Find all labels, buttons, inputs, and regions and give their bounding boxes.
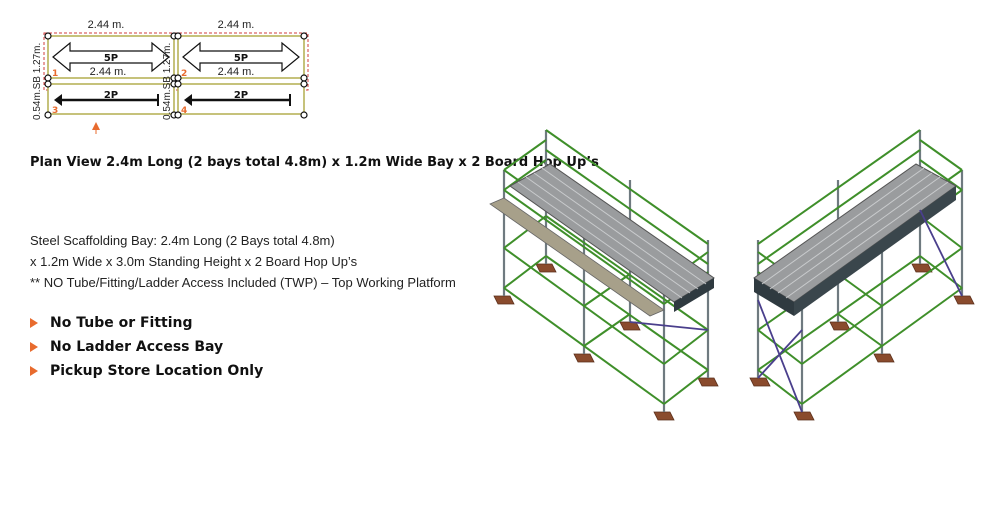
feature-label: No Ladder Access Bay [50, 339, 224, 355]
scaffold-isometric-rear-view [749, 129, 975, 421]
description-line-1: Steel Scaffolding Bay: 2.4m Long (2 Bays… [30, 233, 335, 248]
plan-arrow-bay-3-head [54, 94, 62, 106]
platform-deck [753, 163, 957, 303]
product-description: Steel Scaffolding Bay: 2.4m Long (2 Bays… [30, 230, 456, 293]
plan-inner-dim-2: 2.44 m. [218, 66, 255, 78]
toe-board-side [794, 186, 956, 316]
feature-label: Pickup Store Location Only [50, 363, 264, 379]
plan-arrow-bay-4-head [184, 94, 192, 106]
plan-top-dim-2: 2.44 m. [218, 19, 255, 31]
bullet-triangle-icon [30, 342, 38, 352]
deck-board-lines [517, 167, 707, 299]
bullet-triangle-icon [30, 318, 38, 328]
plan-standards [44, 32, 308, 119]
plan-view-diagram: 2.44 m. 2.44 m. 5P 5P 2.44 m. 2.44 m. 2P… [32, 19, 309, 134]
deck-board-lines [761, 167, 949, 299]
description-line-3: ** NO Tube/Fitting/Ladder Access Include… [30, 275, 456, 290]
plan-bay-3-number: 3 [52, 106, 58, 116]
ledgers [503, 129, 709, 405]
scaffold-isometric-front-view [489, 129, 719, 421]
plan-bay-4-number: 4 [181, 106, 187, 116]
plan-side-dim-inner: 0.54m.SB 1.27m. [162, 43, 173, 120]
bullet-triangle-icon [30, 366, 38, 376]
feature-label: No Tube or Fitting [50, 315, 193, 331]
plan-bay-2-number: 2 [181, 69, 187, 79]
plan-bay-2-label: 5P [234, 53, 248, 64]
plan-arrow-bay-1 [52, 41, 170, 73]
plan-view-caption: Plan View 2.4m Long (2 bays total 4.8m) … [30, 155, 599, 170]
plan-inner-dim-1: 2.44 m. [90, 66, 127, 78]
toe-board [674, 278, 714, 312]
plan-pointer-arrow-head [92, 122, 100, 130]
plan-side-dim-outer: 0.54m.SB 1.27m. [32, 43, 43, 120]
hop-up-board [489, 197, 665, 317]
feature-item-no-ladder: No Ladder Access Bay [30, 335, 263, 359]
plan-outer-boundary [43, 32, 309, 91]
feature-item-pickup: Pickup Store Location Only [30, 359, 263, 383]
description-line-2: x 1.2m Wide x 3.0m Standing Height x 2 B… [30, 254, 358, 269]
plan-bay-1-number: 1 [52, 69, 58, 79]
plan-top-dim-1: 2.44 m. [88, 19, 125, 31]
plan-bay-3-label: 2P [104, 90, 118, 101]
diagonal-braces [757, 209, 963, 413]
base-plates [749, 263, 975, 421]
feature-item-no-tube: No Tube or Fitting [30, 311, 263, 335]
toe-board [754, 278, 794, 316]
plan-bay-1-label: 5P [104, 53, 118, 64]
diagonal-brace [629, 321, 709, 331]
plan-bay-4-label: 2P [234, 90, 248, 101]
feature-list: No Tube or Fitting No Ladder Access Bay … [30, 311, 263, 383]
plan-arrow-bay-2 [182, 41, 300, 73]
